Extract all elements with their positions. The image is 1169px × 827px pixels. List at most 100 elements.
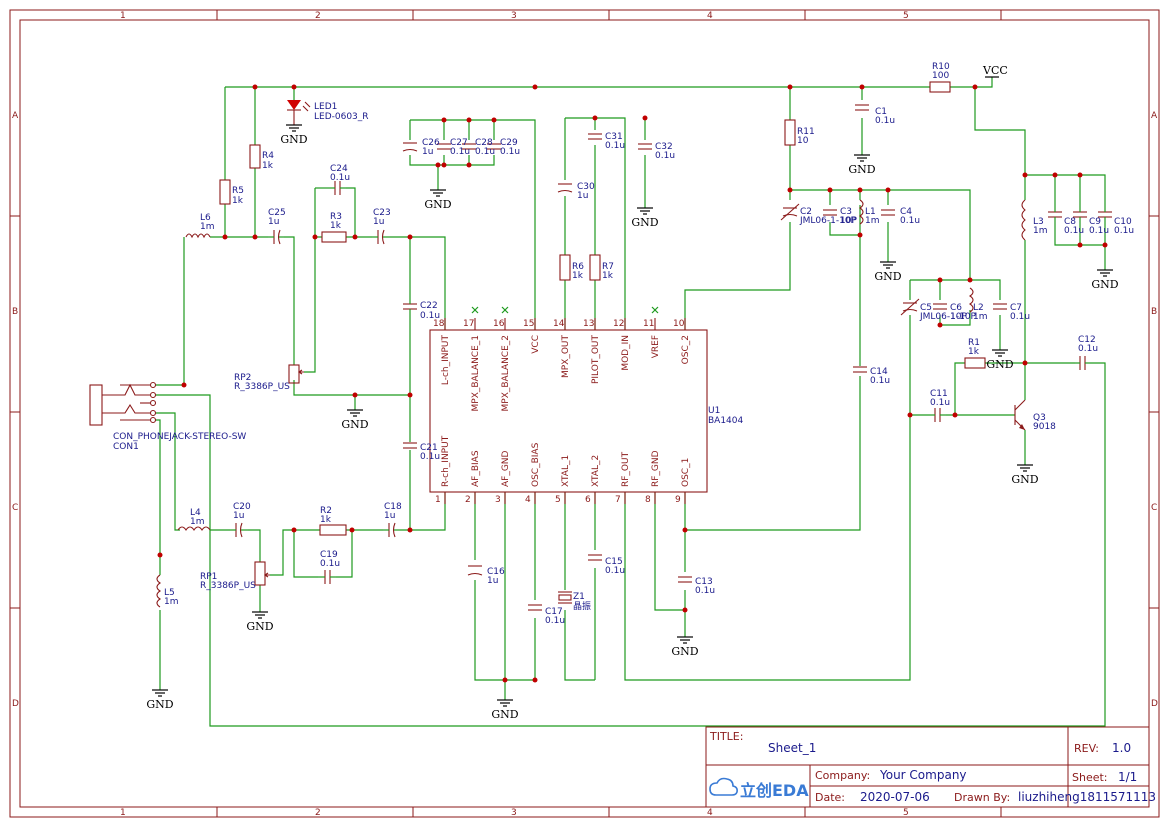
u1-ic-body[interactable] (429, 329, 708, 493)
u1-pin-14-name: MPX_OUT (561, 335, 571, 379)
led1-diode[interactable] (287, 100, 311, 125)
gnd-symbol: GND (146, 689, 174, 711)
u1-pin-6-number: 6 (585, 495, 591, 505)
c15-capacitor[interactable] (588, 554, 602, 561)
c10-capacitor[interactable] (1098, 205, 1112, 225)
c5-ref: C5 (920, 303, 932, 313)
drawn-by-value: liuzhiheng1811571113 (1018, 790, 1156, 804)
c23-capacitor[interactable] (372, 229, 390, 245)
led1-ref: LED1 (314, 102, 337, 112)
title-value: Sheet_1 (768, 741, 816, 755)
c5-value: JML06-1-10P (919, 312, 977, 322)
u1-pin-4-name: OSC_BIAS (531, 442, 541, 487)
u1-pin-5-number: 5 (555, 495, 561, 505)
l1-value: 1m (865, 216, 880, 226)
c29-capacitor[interactable] (487, 143, 501, 150)
c11-capacitor[interactable] (930, 408, 946, 422)
gnd-symbol: GND (341, 409, 369, 431)
r3-resistor[interactable] (321, 231, 347, 243)
c16-capacitor[interactable] (467, 565, 483, 576)
u1-pin-14-number: 14 (553, 319, 565, 329)
gnd-label: GND (424, 198, 451, 211)
rp1-value: R_3386P_US (200, 581, 256, 591)
c24-value: 0.1u (330, 173, 350, 183)
gnd-label: GND (874, 270, 901, 283)
c4-capacitor[interactable] (881, 209, 895, 216)
c20-capacitor[interactable] (230, 522, 248, 538)
u1-pin-15-name: VCC (531, 335, 541, 354)
date-value: 2020-07-06 (860, 790, 930, 804)
c12-capacitor[interactable] (1075, 356, 1090, 370)
l3-inductor[interactable] (1021, 199, 1026, 241)
date-label: Date: (815, 791, 845, 804)
l5-inductor[interactable] (156, 574, 161, 608)
r10-value: 100 (932, 71, 949, 81)
c25-capacitor[interactable] (268, 229, 284, 245)
sheet-value: 1/1 (1118, 770, 1137, 784)
c22-value: 0.1u (420, 311, 440, 321)
r7-resistor[interactable] (589, 254, 601, 281)
l4-value: 1m (190, 517, 205, 527)
gnd-label: GND (246, 620, 273, 633)
c21-capacitor[interactable] (403, 442, 417, 449)
u1-pin-2-number: 2 (465, 495, 471, 505)
lceda-logo-text: 立创EDA (740, 781, 809, 800)
c28-capacitor[interactable] (462, 143, 476, 150)
c6-value: 10P (950, 312, 967, 322)
r10-ref: R10 (932, 62, 950, 72)
c17-capacitor[interactable] (528, 604, 542, 611)
r4-resistor[interactable] (249, 144, 261, 169)
c26-capacitor[interactable] (402, 142, 418, 152)
u1-pin-6-name: XTAL_2 (591, 455, 601, 487)
c13-value: 0.1u (695, 586, 715, 596)
c6-capacitor[interactable] (933, 303, 947, 310)
l6-inductor[interactable] (185, 233, 211, 239)
c31-capacitor[interactable] (588, 133, 602, 140)
c3-ref: C3 (840, 207, 852, 217)
sheet-label: Sheet: (1072, 771, 1108, 784)
rp1-ref: RP1 (200, 572, 217, 582)
c3-capacitor[interactable] (823, 209, 837, 216)
r2-resistor[interactable] (319, 524, 347, 536)
r10-resistor[interactable] (929, 81, 951, 93)
gnd-symbol: GND (491, 699, 519, 721)
c22-capacitor[interactable] (403, 300, 417, 318)
l4-inductor[interactable] (177, 526, 211, 531)
c9-capacitor[interactable] (1073, 205, 1087, 225)
c30-capacitor[interactable] (557, 183, 573, 193)
r6-resistor[interactable] (559, 254, 571, 281)
c2-value: JML06-1-10P (799, 216, 857, 226)
c2-trimmer-capacitor[interactable] (780, 203, 800, 221)
rev-value: 1.0 (1112, 741, 1131, 755)
r11-resistor[interactable] (784, 119, 796, 146)
con1-phonejack[interactable] (89, 381, 157, 426)
zone-col-5-top: 5 (903, 11, 909, 21)
c7-capacitor[interactable] (993, 303, 1007, 310)
r1-resistor[interactable] (964, 357, 986, 369)
u1-pin-2-name: AF_BIAS (471, 450, 481, 487)
c19-capacitor[interactable] (318, 570, 336, 584)
c5-trimmer-capacitor[interactable] (900, 298, 920, 316)
c27-ref: C27 (450, 138, 468, 148)
q3-transistor[interactable] (1014, 395, 1026, 435)
r5-resistor[interactable] (219, 179, 231, 205)
z1-crystal[interactable] (558, 591, 572, 604)
c8-capacitor[interactable] (1048, 205, 1062, 225)
c18-ref: C18 (384, 502, 402, 512)
c2-ref: C2 (800, 207, 812, 217)
c18-capacitor[interactable] (383, 522, 400, 538)
rp2-potentiometer[interactable] (288, 364, 300, 384)
c23-ref: C23 (373, 208, 391, 218)
l1-inductor[interactable] (859, 199, 864, 225)
zone-col-1-top: 1 (120, 11, 126, 21)
rp1-potentiometer[interactable] (254, 561, 266, 586)
c27-capacitor[interactable] (437, 143, 451, 150)
c24-capacitor[interactable] (328, 181, 346, 195)
c13-ref: C13 (695, 577, 713, 587)
drawn-by-label: Drawn By: (954, 791, 1010, 804)
c13-capacitor[interactable] (678, 576, 692, 583)
c14-capacitor[interactable] (853, 366, 867, 373)
c32-capacitor[interactable] (638, 143, 652, 150)
l2-inductor[interactable] (969, 287, 974, 313)
c1-capacitor[interactable] (855, 104, 869, 111)
